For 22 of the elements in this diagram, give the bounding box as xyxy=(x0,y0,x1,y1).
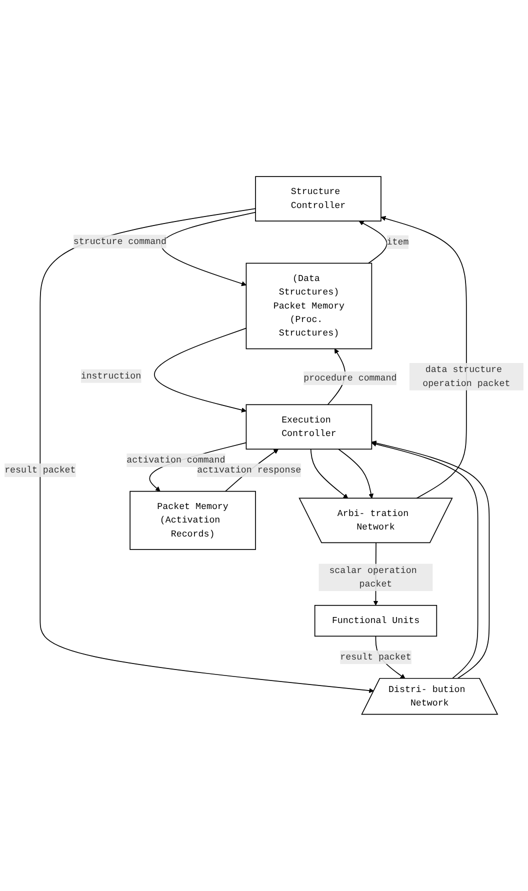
edge-label: instruction xyxy=(80,370,142,382)
arrow xyxy=(338,448,374,499)
edge-label: result packet xyxy=(4,465,76,476)
edge-label: scalar operation packet xyxy=(329,566,417,590)
arrow xyxy=(380,216,467,499)
edge-label: item xyxy=(386,237,409,248)
arrow xyxy=(161,212,256,286)
node-box: Structure Controller xyxy=(255,176,382,222)
arrow xyxy=(40,208,374,694)
edge-label: procedure command xyxy=(304,373,397,384)
node-box: Execution Controller xyxy=(246,404,372,450)
node-box: (Data Structures) Packet Memory (Proc. Structures) xyxy=(246,262,372,350)
edge-label: activation response xyxy=(197,465,302,476)
edge-label: result packet xyxy=(340,652,412,662)
edge-label: structure command xyxy=(73,236,167,247)
arrow xyxy=(154,328,247,413)
node-box: Functional Units xyxy=(314,605,438,637)
arrow xyxy=(310,448,348,499)
edge-label: activation command xyxy=(126,455,226,466)
arrow xyxy=(358,220,388,264)
node-box: Packet Memory (Activation Records) xyxy=(130,490,256,550)
edge-label: data structure operation packet xyxy=(422,364,510,389)
